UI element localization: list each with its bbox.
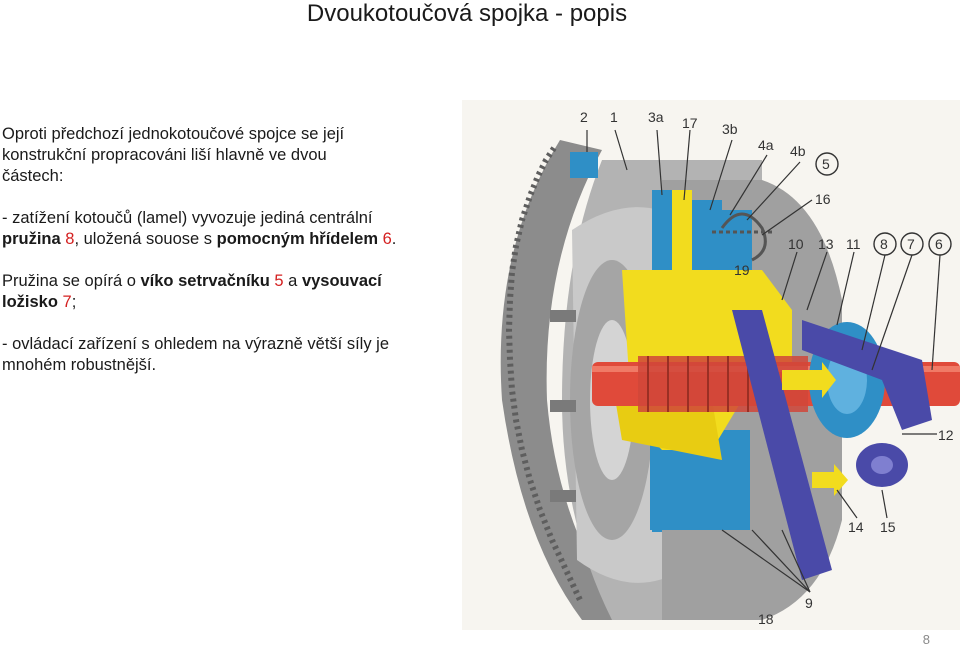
paragraph-4: - ovládací zařízení s ohledem na výrazně… (2, 334, 470, 376)
p3-end: ; (71, 293, 77, 311)
p3-text2: a (283, 272, 302, 290)
label-9: 9 (805, 595, 813, 611)
paragraph-2: - zatížení kotoučů (lamel) vyvozuje jedi… (2, 208, 470, 250)
clutch-cross-section-figure: 2 1 3a 17 3b 4a 4b 5 16 10 13 11 8 7 6 1… (462, 100, 960, 630)
clutch-diagram: 2 1 3a 17 3b 4a 4b 5 16 10 13 11 8 7 6 1… (462, 100, 960, 630)
label-3a: 3a (648, 109, 664, 125)
p3-text1: Pružina se opírá o (2, 272, 141, 290)
label-4a: 4a (758, 137, 774, 153)
ref-number-7: 7 (57, 293, 72, 311)
label-19: 19 (734, 262, 750, 278)
label-18: 18 (758, 611, 774, 627)
p1-line3: částech: (2, 167, 64, 185)
p1-line2: konstrukční propracováni liší hlavně ve … (2, 146, 327, 164)
label-1: 1 (610, 109, 618, 125)
p1-line1: Oproti předchozí jednokotoučové spojce s… (2, 125, 345, 143)
term-release: vysouvací (301, 272, 382, 290)
p2-end: . (391, 230, 397, 248)
term-spring: pružina (2, 230, 61, 248)
label-12: 12 (938, 427, 954, 443)
p4-line1: - ovládací zařízení s ohledem na výrazně… (2, 335, 390, 353)
p2-line1: - zatížení kotoučů (lamel) vyvozuje jedi… (2, 209, 373, 227)
ref-number-5: 5 (269, 272, 284, 290)
label-16: 16 (815, 191, 831, 207)
label-11: 11 (846, 236, 861, 252)
label-3b: 3b (722, 121, 738, 137)
label-15: 15 (880, 519, 896, 535)
label-6: 6 (935, 236, 943, 252)
label-5: 5 (822, 156, 830, 172)
term-flywheel-cover: víko setrvačníku (140, 272, 270, 290)
ref-number-6: 6 (378, 230, 392, 248)
label-14: 14 (848, 519, 864, 535)
slide-title: Dvoukotoučová spojka - popis (306, 0, 628, 27)
label-17: 17 (682, 115, 698, 131)
label-2: 2 (580, 109, 588, 125)
label-4b: 4b (790, 143, 806, 159)
page-number: 8 (922, 632, 930, 647)
p2-text: , uložená souose s (74, 230, 217, 248)
p4-line2: mnohém robustnější. (2, 356, 157, 374)
label-8: 8 (880, 236, 888, 252)
paragraph-1: Oproti předchozí jednokotoučové spojce s… (2, 124, 470, 187)
paragraph-3: Pružina se opírá o víko setrvačníku 5 a … (2, 271, 470, 313)
term-aux-shaft: pomocným hřídelem (216, 230, 378, 248)
label-7: 7 (907, 236, 915, 252)
label-10: 10 (788, 236, 804, 252)
description-text: Oproti předchozí jednokotoučové spojce s… (2, 124, 470, 376)
label-13: 13 (818, 236, 834, 252)
term-bearing: ložisko (2, 293, 58, 311)
ref-number-8: 8 (60, 230, 75, 248)
